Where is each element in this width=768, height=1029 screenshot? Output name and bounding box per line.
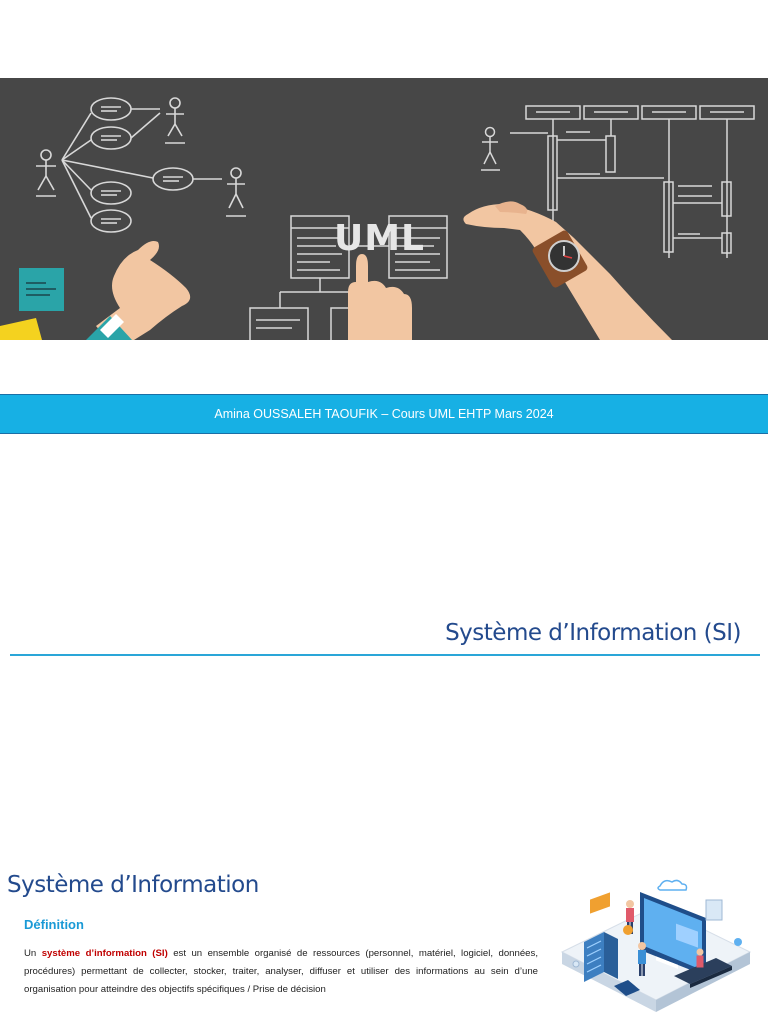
section-divider [10,654,760,656]
middle-hand [348,254,412,340]
information-system-illustration [556,872,756,1029]
isometric-computer-icon [560,879,752,1012]
definition-rest: est un ensemble organisé de ressources (… [24,948,538,995]
definition-text: Un système d’information (SI) est un ens… [24,945,538,999]
class-diagram [249,215,448,340]
footer-text: Amina OUSSALEH TAOUFIK – Cours UML EHTP … [214,407,554,421]
left-hand [86,241,191,340]
uml-banner: UML [0,78,768,340]
definition-term: système d’information (SI) [41,948,168,959]
use-case-diagram [36,97,246,233]
definition-prefix: Un [24,948,42,959]
slide-title: Système d’Information [7,872,259,898]
sequence-diagram [481,105,755,258]
right-hand [463,201,672,340]
uml-illustration [0,97,755,340]
footer-bar: Amina OUSSALEH TAOUFIK – Cours UML EHTP … [0,394,768,434]
section-title: Système d’Information (SI) [445,620,741,646]
banner-title: UML [334,218,425,259]
definition-heading: Définition [24,917,84,932]
